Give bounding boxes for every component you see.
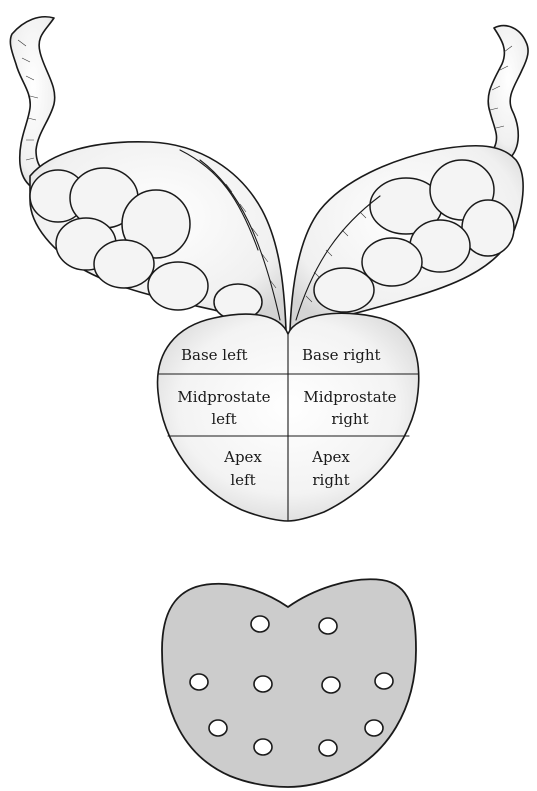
biopsy-core-marker <box>365 720 383 736</box>
zone-label-mid-right-line2: right <box>331 410 368 428</box>
zone-label-mid-right-line1: Midprostate <box>303 388 396 406</box>
zone-label-apex-right-line1: Apex <box>311 448 350 466</box>
biopsy-core-marker <box>375 673 393 689</box>
biopsy-core-marker <box>251 616 269 632</box>
biopsy-core-marker <box>254 676 272 692</box>
zone-label-apex-left-line2: left <box>230 471 255 489</box>
right-seminal-vesicle <box>290 26 528 330</box>
biopsy-core-marker <box>322 677 340 693</box>
zone-label-mid-left-line2: left <box>211 410 236 428</box>
zone-label-base-left: Base left <box>181 346 248 364</box>
zone-label-apex-left-line1: Apex <box>223 448 262 466</box>
zone-label-apex-right-line2: right <box>312 471 349 489</box>
zone-label-base-right: Base right <box>302 346 381 364</box>
biopsy-core-marker <box>254 739 272 755</box>
biopsy-core-marker <box>319 618 337 634</box>
biopsy-template <box>162 579 416 787</box>
zone-label-mid-left-line1: Midprostate <box>177 388 270 406</box>
prostate-gland <box>158 313 419 521</box>
biopsy-core-marker <box>209 720 227 736</box>
biopsy-core-marker <box>190 674 208 690</box>
biopsy-core-marker <box>319 740 337 756</box>
left-seminal-vesicle <box>10 17 286 330</box>
